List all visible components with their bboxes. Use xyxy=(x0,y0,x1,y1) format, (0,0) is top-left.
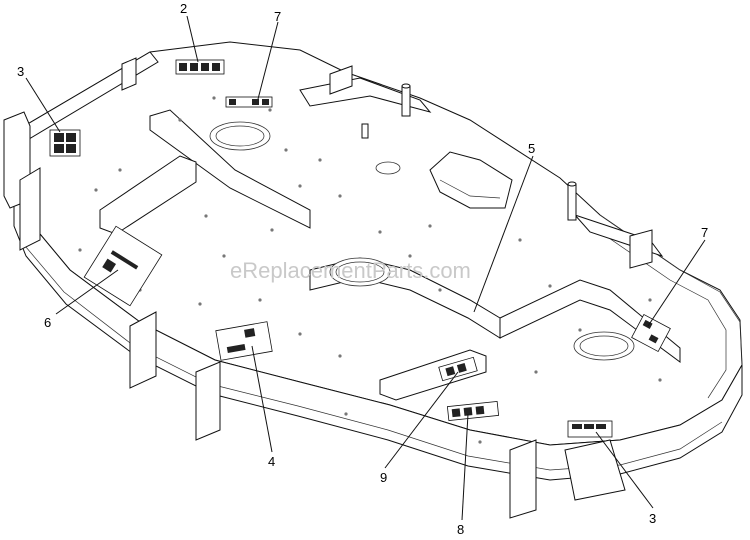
bracket-right xyxy=(629,229,653,269)
spindle-hole-center xyxy=(329,257,391,287)
post-right xyxy=(567,183,577,221)
spindle-openings xyxy=(209,121,635,361)
callout-5: 5 xyxy=(528,141,535,156)
decal-7-rear xyxy=(225,96,273,108)
callout-2: 2 xyxy=(180,1,187,16)
decal-3-front xyxy=(567,420,613,438)
callout-8: 8 xyxy=(457,522,464,537)
spindle-hole-right xyxy=(573,331,635,361)
post-rear xyxy=(401,85,411,117)
bracket-rear-2 xyxy=(329,65,353,95)
decal-9 xyxy=(438,356,478,382)
callout-3-front: 3 xyxy=(649,511,656,526)
right-baffle-wall xyxy=(499,279,681,363)
left-baffle-wall xyxy=(99,155,197,235)
bracket-front-1 xyxy=(195,361,221,441)
bracket-left-1 xyxy=(19,167,41,251)
decal-6 xyxy=(83,225,163,307)
decal-8 xyxy=(446,400,500,422)
decals xyxy=(49,59,671,438)
post-center xyxy=(361,123,369,139)
deck-front-skirt xyxy=(13,189,743,481)
callout-numbers: 2 7 3 5 7 6 4 9 8 3 xyxy=(17,1,708,537)
pivot-posts xyxy=(361,83,577,221)
decal-2 xyxy=(175,59,225,75)
bracket-left-2 xyxy=(129,311,157,389)
watermark-text: eReplacementParts.com xyxy=(230,258,471,283)
bracket-front-2 xyxy=(509,439,537,519)
spindle-small-hole xyxy=(375,161,401,175)
callout-4: 4 xyxy=(268,454,275,469)
callout-9: 9 xyxy=(380,470,387,485)
callout-6: 6 xyxy=(44,315,51,330)
decal-7-right xyxy=(631,313,671,353)
spindle-hole-left xyxy=(209,121,271,151)
leader-lines xyxy=(25,15,706,521)
bracket-right-front xyxy=(564,439,626,501)
bracket-rear-1 xyxy=(121,57,137,91)
discharge-cutout xyxy=(429,151,513,209)
callout-7-right: 7 xyxy=(701,225,708,240)
decal-4 xyxy=(215,321,273,361)
callout-3-rear: 3 xyxy=(17,64,24,79)
decal-3-rear xyxy=(49,129,81,157)
callout-7-rear: 7 xyxy=(274,9,281,24)
side-brackets xyxy=(19,57,653,519)
